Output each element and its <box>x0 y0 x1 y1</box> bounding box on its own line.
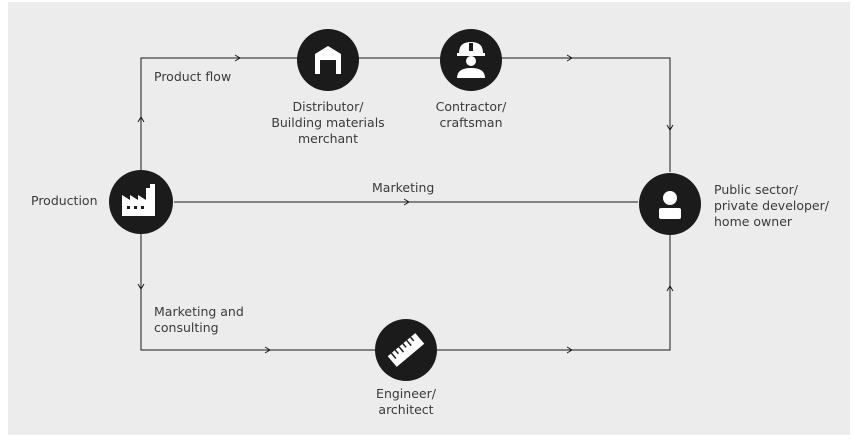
arrow-up-product <box>137 116 145 123</box>
distributor-label-line: Building materials <box>271 115 385 130</box>
arrow-right-marketing <box>403 198 410 206</box>
contractor-label-line: craftsman <box>439 115 503 130</box>
contractor-label-line: Contractor/ <box>435 99 507 114</box>
product-flow-label: Product flow <box>154 69 232 84</box>
hardhat-worker-icon <box>457 42 485 78</box>
customer-label-line: Public sector/ <box>714 182 798 197</box>
customer-label-line: private developer/ <box>714 198 829 213</box>
customer-node <box>639 173 701 235</box>
engineer-label-line: architect <box>378 402 434 417</box>
arrow-down-product <box>666 124 674 131</box>
contractor-label: Contractor/ craftsman <box>421 99 521 131</box>
distributor-label: Distributor/ Building materials merchant <box>263 99 393 147</box>
customer-label-line: home owner <box>714 214 793 229</box>
diagram-canvas: Production Product flow Distributor/ Bui… <box>8 2 850 435</box>
marketing-consulting-label-line: consulting <box>154 320 219 335</box>
arrow-down-consulting <box>137 283 145 290</box>
person-icon <box>659 191 681 219</box>
distributor-label-line: Distributor/ <box>292 99 364 114</box>
production-label: Production <box>31 193 98 208</box>
engineer-label: Engineer/ architect <box>351 386 461 418</box>
ruler-icon <box>387 333 425 367</box>
flow-diagram <box>109 29 701 381</box>
marketing-consulting-label: Marketing and consulting <box>154 304 244 336</box>
distributor-label-line: merchant <box>297 131 358 146</box>
marketing-label: Marketing <box>372 180 435 195</box>
arrow-up-consulting <box>666 285 674 292</box>
production-node <box>109 170 173 234</box>
contractor-node <box>440 29 502 91</box>
factory-icon <box>122 184 155 216</box>
arrow-right-product-2 <box>566 54 573 62</box>
arrow-right-consulting-1 <box>264 346 271 354</box>
marketing-consulting-label-line: Marketing and <box>154 304 244 319</box>
product-flow-line <box>140 57 671 172</box>
arrow-right-consulting-2 <box>566 346 573 354</box>
engineer-node <box>375 319 437 381</box>
arrow-right-product-1 <box>234 54 241 62</box>
distributor-node <box>297 29 359 91</box>
engineer-label-line: Engineer/ <box>376 386 436 401</box>
warehouse-icon <box>315 46 341 74</box>
customer-label: Public sector/ private developer/ home o… <box>714 182 829 230</box>
